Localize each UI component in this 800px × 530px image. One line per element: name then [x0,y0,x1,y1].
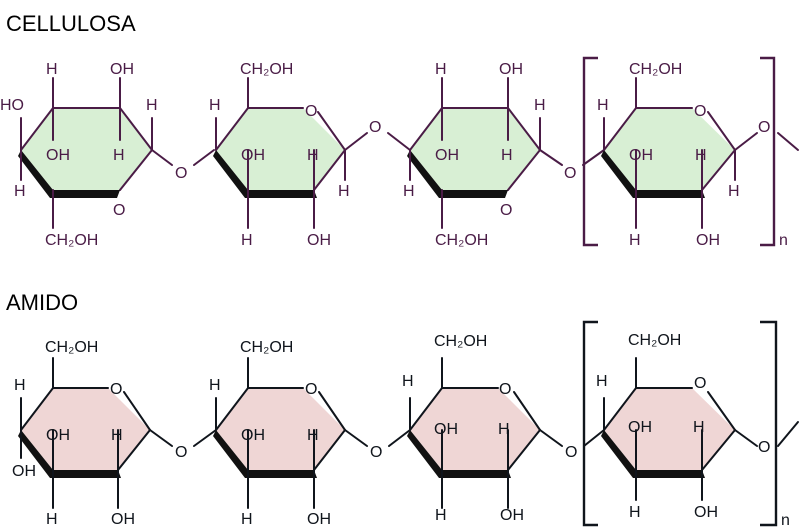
c-bridge-oxygen-3: O [564,165,576,182]
c3-side-group: CH₂OH [435,232,488,249]
c2-top-group: CH₂OH [240,61,293,78]
cellulose-ring-3-bold-edge [407,150,508,198]
c1-top-left-h: H [46,61,58,78]
c3-right-h: H [534,97,546,114]
cellulose-repeat-n: n [779,232,788,249]
c1-top-right-oh: OH [110,61,134,78]
cellulose-unit-2: CH₂OH H O OH H H H OH [209,61,368,249]
c2-inner-left-oh: OH [241,147,265,164]
s3-inner-left-oh: OH [434,421,458,438]
cellulose-unit-3: H OH H OH H H O CH₂OH [403,61,563,249]
c4-inner-left-oh: OH [629,147,653,164]
c1-left-ho: HO [0,97,24,114]
s1-top-group: CH₂OH [45,339,98,356]
s-bridge-oxygen-2: O [370,444,382,461]
c1-ring-oxygen: O [113,202,125,219]
s3-ring-oxygen: O [499,381,511,398]
c1-bottom-left-h: H [14,183,26,200]
c2-bottom-right-oh: OH [307,232,331,249]
c4-right-h: H [728,183,740,200]
c4-top-group: CH₂OH [629,61,682,78]
cellulose-left-bracket [582,56,598,247]
cellulose-chain: H OH HO H OH H H O CH₂OH O CH [0,56,799,249]
s3-top-group: CH₂OH [434,333,487,350]
cellulose-ring-1-bold-edge [18,150,120,198]
c3-bottom-left-h: H [403,183,415,200]
starch-unit-2: CH₂OH H O OH H H OH [209,339,368,528]
s3-bottom-left-h: H [435,507,447,524]
cellulose-unit-4: CH₂OH H O OH H H H OH O n [582,56,799,249]
starch-left-bracket [582,320,598,527]
s4-bottom-left-h: H [629,504,641,521]
c-bridge-oxygen-1: O [175,165,187,182]
cellulose-unit-1: H OH HO H OH H H O CH₂OH [0,61,173,249]
c4-ring-oxygen: O [694,103,706,120]
c3-top-left-h: H [435,61,447,78]
cellulose-ring-4-bold-edge [601,150,705,198]
c1-side-group: CH₂OH [45,232,98,249]
starch-unit-1: CH₂OH H O OH H OH H OH [12,339,173,528]
s2-inner-right-h: H [307,427,319,444]
c2-top-left-h: H [209,97,221,114]
c4-end-oxygen: O [758,119,770,136]
c3-ring-oxygen: O [500,202,512,219]
s1-inner-left-oh: OH [46,427,70,444]
starch-right-bracket [760,320,778,527]
c2-bottom-left-h: H [241,232,253,249]
starch-unit-3: CH₂OH H O OH H H OH [402,333,563,524]
c1-inner-left-oh: OH [46,147,70,164]
c2-right-h: H [338,183,350,200]
c3-inner-left-oh: OH [435,147,459,164]
c1-right-h: H [146,97,158,114]
s1-bottom-right-oh: OH [111,511,135,528]
cellulose-right-bracket [760,56,776,247]
s2-bottom-left-h: H [241,511,253,528]
s2-top-left-h: H [209,377,221,394]
s3-bottom-right-oh: OH [500,507,524,524]
s-bridge-oxygen-3: O [565,444,577,461]
starch-title: AMIDO [6,290,78,315]
s4-top-group: CH₂OH [628,332,681,349]
starch-unit-4: CH₂OH H O OH H H OH O n [582,320,799,529]
starch-ring-3-bold-edge [407,430,511,478]
c4-inner-right-h: H [695,147,707,164]
s1-bottom-left-h: H [46,511,58,528]
c-bridge-oxygen-2: O [369,119,381,136]
c3-inner-right-h: H [501,147,513,164]
s4-inner-left-oh: OH [628,419,652,436]
c4-bottom-right-oh: OH [696,232,720,249]
s4-end-oxygen: O [758,439,770,456]
s2-top-group: CH₂OH [240,339,293,356]
starch-repeat-n: n [781,512,790,529]
s3-top-left-h: H [402,373,414,390]
s2-ring-oxygen: O [305,381,317,398]
cellulose-ring-2-bold-edge [213,150,317,198]
s4-top-left-h: H [596,373,608,390]
c4-top-left-h: H [597,97,609,114]
c3-top-right-oh: OH [499,61,523,78]
s4-ring-oxygen: O [694,375,706,392]
c2-inner-right-h: H [307,147,319,164]
s1-inner-right-h: H [111,427,123,444]
s4-inner-right-h: H [693,419,705,436]
c1-inner-right-h: H [113,147,125,164]
s1-outer-left-oh: OH [12,463,36,480]
starch-ring-1-bold-edge [18,430,121,478]
s-bridge-oxygen-1: O [175,444,187,461]
s3-inner-right-h: H [498,421,510,438]
s2-inner-left-oh: OH [241,427,265,444]
s1-outer-left-h: H [14,377,26,394]
starch-ring-4-bold-edge [601,430,705,478]
starch-ring-2-bold-edge [213,430,317,478]
s1-ring-oxygen: O [110,381,122,398]
c2-ring-oxygen: O [305,103,317,120]
c4-bottom-left-h: H [629,232,641,249]
starch-chain: CH₂OH H O OH H OH H OH O CH₂OH H [12,320,799,529]
cellulose-title: CELLULOSA [6,11,136,36]
s2-bottom-right-oh: OH [307,511,331,528]
s4-bottom-right-oh: OH [694,504,718,521]
